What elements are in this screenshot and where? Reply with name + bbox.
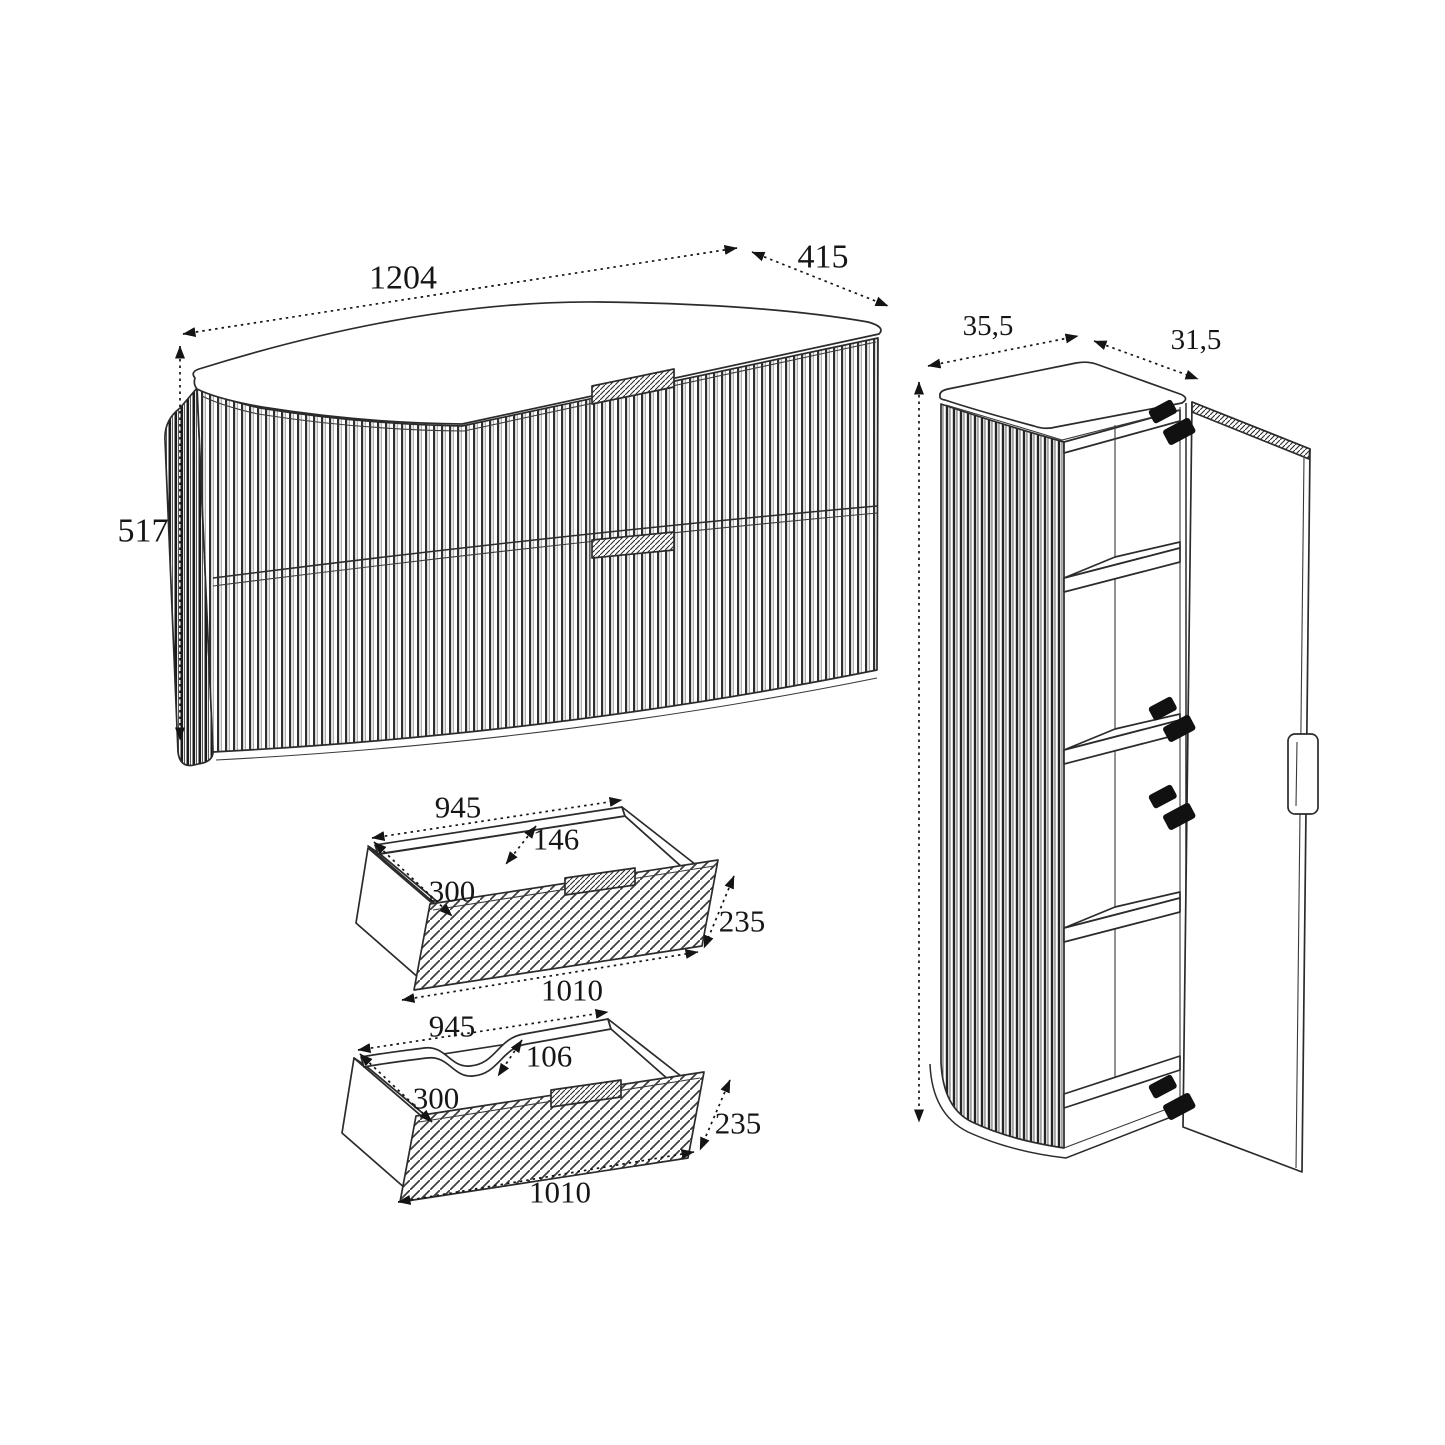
- side-cabinet-diagram: 35,5 31,5: [914, 310, 1319, 1173]
- vanity-depth-dim-line: [751, 251, 889, 307]
- cabinet-width-dim-line: [1093, 340, 1199, 380]
- drawer-upper-depth-label: 300: [429, 874, 476, 909]
- drawer-lower-frontwidth-label: 1010: [529, 1175, 591, 1210]
- cabinet-shelf: [1063, 541, 1181, 593]
- drawer-lower-height-label: 235: [715, 1106, 762, 1141]
- drawer-upper-depth-dim-line: [373, 841, 453, 917]
- door-hinge: [1148, 399, 1196, 445]
- drawer-upper-height-label: 235: [719, 904, 766, 939]
- cabinet-bottom-rim-inner: [1063, 1103, 1181, 1149]
- drawer-upper-cutout-dim-line: [505, 825, 537, 865]
- cabinet-door-handle-line: [1295, 741, 1298, 807]
- drawer-lower-cutout-dim-line: [497, 1039, 523, 1077]
- vanity-drawer-seam-inner: [212, 512, 878, 587]
- vanity-countertop-lip: [201, 341, 877, 432]
- drawer-upper-frontwidth-label: 1010: [541, 973, 603, 1008]
- drawer-lower-depth-label: 300: [413, 1081, 460, 1116]
- door-hinge: [1148, 1074, 1196, 1120]
- vanity-bottom-rim: [215, 677, 878, 761]
- cabinet-shelf: [1063, 713, 1181, 765]
- vanity-width-label: 1204: [369, 260, 437, 297]
- vanity-drawer-seam: [212, 505, 878, 579]
- door-hinge: [1148, 784, 1196, 830]
- cabinet-fluted-column: [940, 403, 1065, 1149]
- cabinet-bottom-rim: [929, 1063, 1185, 1159]
- drawer-lower-frontwidth-dim-line: [397, 1149, 695, 1205]
- drawer-lower-handle: [550, 1079, 622, 1108]
- vanity-width-dim-line: [182, 244, 738, 338]
- drawer-upper-handle: [564, 867, 636, 896]
- cabinet-door-top-band: [1191, 401, 1311, 460]
- vanity-height-label: 517: [118, 513, 169, 550]
- door-hinge: [1148, 696, 1196, 742]
- drawer-upper-width-label: 945: [435, 790, 482, 825]
- drawer-upper-frontwidth-dim-line: [401, 949, 699, 1003]
- drawer-lower-width-label: 945: [429, 1009, 476, 1044]
- drawer-upper-cutout-label: 146: [533, 822, 580, 857]
- shelf-front-band: [1063, 897, 1181, 943]
- vanity-depth-label: 415: [798, 239, 849, 276]
- cabinet-width-label: 31,5: [1171, 324, 1222, 356]
- upper-drawer-diagram: 945 146 300 235 1010: [355, 790, 766, 1008]
- shelf-front-band: [1063, 547, 1181, 593]
- vanity-diagram: 1204 415 517: [118, 239, 889, 767]
- drawer-upper-height-dim-line: [703, 875, 735, 949]
- vanity-front-face: [196, 337, 879, 753]
- vanity-handle-upper: [591, 368, 675, 405]
- vanity-handle-lower: [591, 531, 675, 559]
- cabinet-shelf: [1063, 891, 1181, 943]
- drawer-lower-cutout-label: 106: [526, 1039, 573, 1074]
- cabinet-floor-band: [1063, 1055, 1181, 1109]
- cabinet-top-slab-lip: [945, 404, 1181, 441]
- cabinet-door-handle: [1287, 733, 1319, 815]
- cabinet-depth-label: 35,5: [963, 310, 1014, 342]
- lower-drawer-diagram: 945 106 300 235 1010: [341, 1009, 762, 1210]
